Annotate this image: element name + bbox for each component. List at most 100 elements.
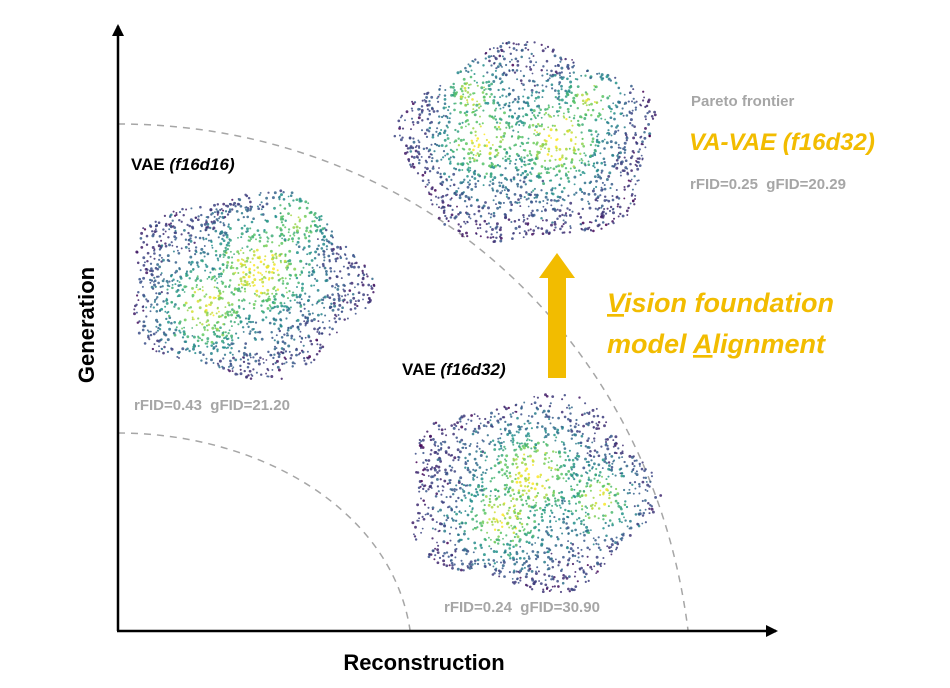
scatter-point-f16d32 <box>570 429 574 433</box>
scatter-point-f16d16 <box>215 345 218 348</box>
scatter-point-f16d32 <box>586 439 589 443</box>
scatter-point-f16d32 <box>535 509 539 512</box>
scatter-point-f16d16 <box>282 279 285 283</box>
scatter-point-f16d32 <box>506 433 510 436</box>
scatter-point-va-vae <box>494 75 498 78</box>
scatter-point-f16d16 <box>203 326 206 329</box>
scatter-point-f16d32 <box>511 527 514 530</box>
scatter-point-f16d16 <box>319 229 323 233</box>
scatter-point-f16d32 <box>648 507 651 511</box>
scatter-point-va-vae <box>446 137 450 140</box>
scatter-point-va-vae <box>475 120 479 124</box>
scatter-point-f16d16 <box>362 298 364 301</box>
scatter-point-f16d16 <box>183 229 186 232</box>
scatter-point-f16d32 <box>436 485 440 488</box>
scatter-point-va-vae <box>476 81 478 84</box>
pareto-frontier-label: Pareto frontier <box>691 93 795 110</box>
scatter-point-f16d32 <box>483 511 487 515</box>
scatter-point-f16d16 <box>217 217 221 220</box>
scatter-point-f16d16 <box>219 208 222 212</box>
scatter-point-f16d32 <box>592 537 595 540</box>
scatter-point-va-vae <box>415 155 419 159</box>
scatter-point-f16d32 <box>513 434 516 437</box>
scatter-point-f16d32 <box>512 545 515 548</box>
scatter-point-f16d32 <box>472 528 475 531</box>
scatter-point-f16d16 <box>274 253 277 256</box>
scatter-point-f16d16 <box>206 319 210 322</box>
scatter-point-f16d16 <box>228 209 232 213</box>
scatter-point-f16d32 <box>633 459 636 463</box>
scatter-point-f16d16 <box>275 292 278 296</box>
scatter-point-va-vae <box>584 113 588 117</box>
scatter-point-f16d32 <box>427 506 430 509</box>
scatter-point-f16d32 <box>502 503 505 506</box>
scatter-point-f16d32 <box>585 482 589 485</box>
scatter-point-f16d32 <box>497 437 500 440</box>
scatter-point-va-vae <box>530 88 534 92</box>
scatter-point-f16d16 <box>313 213 316 216</box>
scatter-point-f16d16 <box>283 333 286 336</box>
scatter-point-f16d16 <box>304 200 308 204</box>
scatter-point-va-vae <box>431 107 434 111</box>
scatter-point-va-vae <box>435 159 439 163</box>
scatter-point-va-vae <box>499 173 503 177</box>
scatter-point-f16d16 <box>320 332 324 335</box>
scatter-point-f16d16 <box>229 250 232 253</box>
scatter-point-va-vae <box>507 121 511 125</box>
scatter-point-va-vae <box>516 201 519 205</box>
scatter-point-f16d16 <box>230 264 233 267</box>
scatter-point-va-vae <box>428 170 432 173</box>
scatter-point-f16d32 <box>455 500 458 503</box>
scatter-point-f16d16 <box>270 330 273 334</box>
scatter-point-f16d32 <box>572 471 576 475</box>
scatter-point-f16d16 <box>309 229 312 233</box>
scatter-point-f16d16 <box>146 329 149 332</box>
scatter-point-f16d16 <box>181 336 185 339</box>
scatter-point-f16d16 <box>243 224 246 227</box>
scatter-point-f16d16 <box>328 306 332 310</box>
scatter-point-f16d16 <box>235 332 238 335</box>
scatter-point-f16d32 <box>570 437 573 440</box>
scatter-point-f16d32 <box>480 484 484 488</box>
scatter-point-va-vae <box>553 114 555 117</box>
scatter-point-f16d32 <box>644 521 648 524</box>
scatter-point-f16d32 <box>544 393 547 397</box>
scatter-point-f16d32 <box>499 531 503 535</box>
scatter-point-f16d32 <box>600 445 603 448</box>
scatter-point-va-vae <box>481 122 484 125</box>
scatter-point-f16d32 <box>604 440 608 444</box>
scatter-point-va-vae <box>527 48 530 51</box>
scatter-point-f16d16 <box>354 312 357 315</box>
scatter-point-va-vae <box>558 148 562 151</box>
scatter-point-f16d32 <box>555 520 557 523</box>
scatter-point-va-vae <box>489 147 493 150</box>
scatter-point-f16d32 <box>502 560 506 564</box>
scatter-point-va-vae <box>499 122 502 125</box>
scatter-point-f16d16 <box>164 310 167 313</box>
scatter-point-f16d32 <box>567 469 571 473</box>
scatter-point-f16d32 <box>503 550 507 554</box>
scatter-point-f16d16 <box>166 338 170 342</box>
scatter-point-va-vae <box>492 211 496 215</box>
scatter-point-va-vae <box>546 198 549 201</box>
scatter-point-f16d16 <box>314 250 318 254</box>
scatter-point-f16d16 <box>226 247 230 251</box>
scatter-point-f16d32 <box>524 499 528 502</box>
scatter-point-f16d32 <box>436 541 438 544</box>
scatter-point-va-vae <box>452 82 455 86</box>
scatter-point-f16d32 <box>616 501 620 505</box>
scatter-point-f16d16 <box>188 249 191 252</box>
scatter-point-f16d32 <box>556 468 559 471</box>
scatter-point-va-vae <box>607 129 610 132</box>
scatter-point-f16d32 <box>568 419 572 422</box>
scatter-point-va-vae <box>463 199 467 203</box>
scatter-point-f16d16 <box>222 222 225 225</box>
scatter-point-va-vae <box>410 107 413 110</box>
scatter-point-f16d16 <box>205 265 209 268</box>
scatter-point-f16d32 <box>457 539 461 543</box>
scatter-point-va-vae <box>508 69 511 73</box>
scatter-point-f16d16 <box>323 306 326 309</box>
scatter-point-f16d16 <box>240 236 243 239</box>
scatter-point-va-vae <box>487 222 491 225</box>
scatter-point-f16d32 <box>423 503 427 506</box>
